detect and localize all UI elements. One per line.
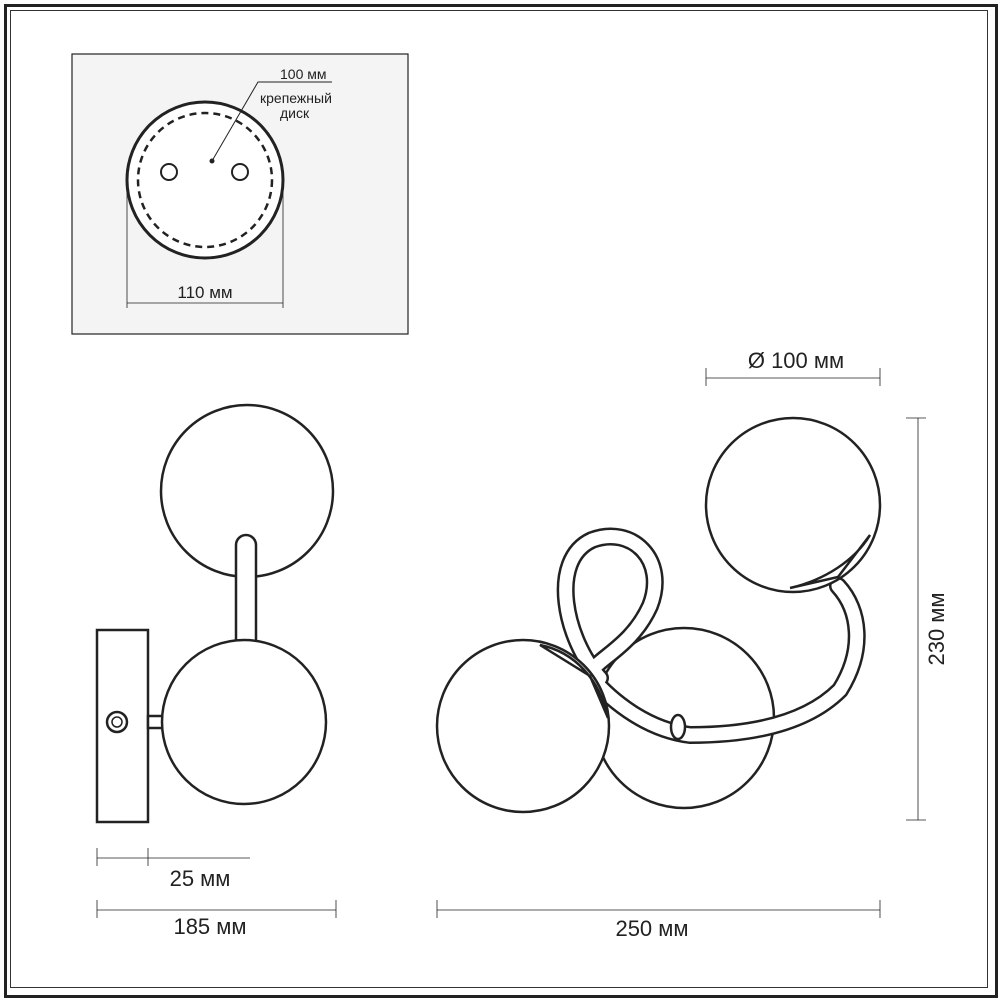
mounting-inset: 100 мм крепежный диск 110 мм — [71, 53, 409, 335]
side-globe-bottom — [160, 638, 328, 806]
front-width-label: 250 мм — [615, 916, 688, 941]
side-width-label: 185 мм — [173, 914, 246, 939]
screw-hole-right — [231, 163, 249, 181]
wall-plate-screw-inner — [111, 716, 123, 728]
front-globe-left — [435, 638, 611, 814]
side-view — [95, 403, 335, 824]
disc-name-line1: крепежный — [260, 90, 332, 106]
screw-hole-left — [160, 163, 178, 181]
globe-left-cap — [539, 643, 610, 719]
front-dimensions — [436, 368, 926, 918]
disc-name-line2: диск — [280, 105, 310, 121]
leader-line — [211, 81, 332, 162]
front-globe-right — [704, 416, 882, 594]
side-stem — [234, 533, 258, 652]
height-label: 230 мм — [924, 592, 949, 665]
side-dimensions — [96, 848, 337, 918]
mounting-disc-dashed — [136, 111, 274, 249]
base-width-label: 110 мм — [177, 283, 232, 302]
drawing-frame-outer — [4, 4, 998, 998]
front-view — [435, 416, 882, 814]
depth-label: 25 мм — [170, 866, 231, 891]
base-plate-circle — [125, 100, 285, 260]
shade-diameter-label: Ø 100 мм — [748, 348, 844, 373]
globe-right-cap — [789, 534, 872, 590]
drawing-frame-inner — [10, 10, 988, 988]
arm-joint — [669, 713, 687, 741]
disc-diameter-label: 100 мм — [280, 66, 327, 82]
